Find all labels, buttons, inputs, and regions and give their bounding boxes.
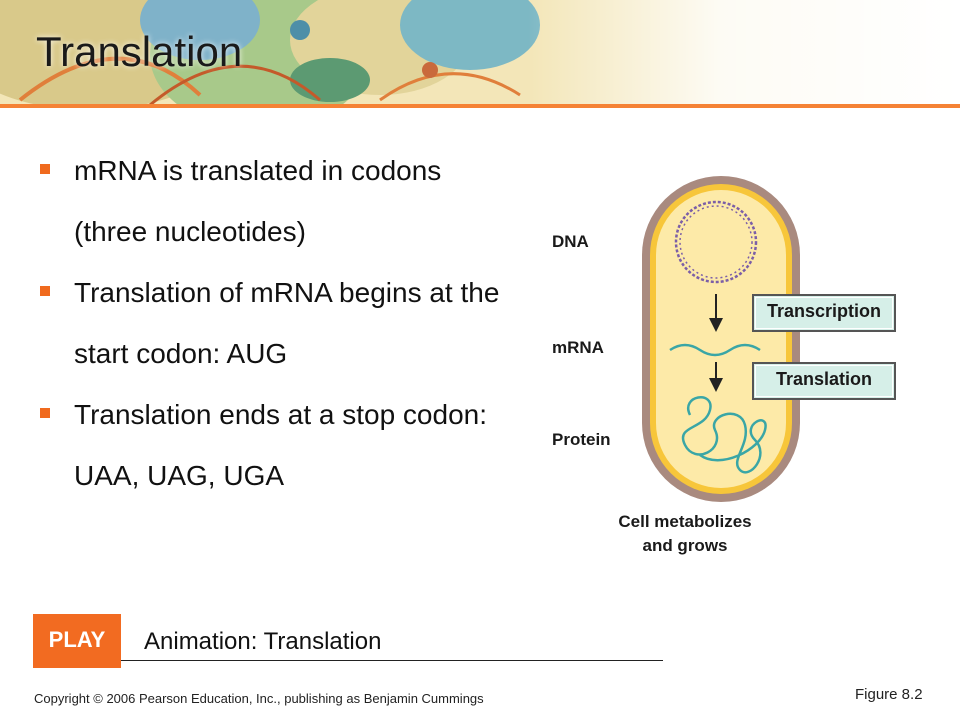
- banner-artwork: [0, 0, 960, 108]
- arrow-down-icon: [709, 294, 723, 332]
- mrna-strand: [669, 343, 761, 357]
- caption-line: and grows: [642, 536, 728, 555]
- translation-box: Translation: [752, 362, 896, 400]
- bullet-item: Translation of mRNA begins at the start …: [38, 262, 508, 384]
- square-bullet-icon: [40, 408, 50, 418]
- dna-chromosome: [674, 200, 758, 284]
- square-bullet-icon: [40, 286, 50, 296]
- play-button[interactable]: PLAY: [33, 614, 121, 668]
- bullet-text: mRNA is translated in codons (three nucl…: [74, 155, 442, 247]
- square-bullet-icon: [40, 164, 50, 174]
- header-banner: [0, 0, 960, 108]
- caption-line: Cell metabolizes: [618, 512, 752, 531]
- divider: [121, 660, 663, 661]
- dna-label: DNA: [552, 232, 589, 251]
- protein-fold: [681, 396, 767, 474]
- mrna-label: mRNA: [552, 338, 604, 357]
- protein-label: Protein: [552, 430, 611, 449]
- cell-diagram: [642, 176, 800, 502]
- bullet-item: mRNA is translated in codons (three nucl…: [38, 140, 508, 262]
- bullet-list: mRNA is translated in codons (three nucl…: [38, 140, 508, 506]
- bullet-text: Translation of mRNA begins at the start …: [74, 277, 500, 369]
- figure-reference: Figure 8.2: [855, 686, 923, 703]
- animation-link[interactable]: Animation: Translation: [144, 628, 382, 655]
- slide-title: Translation: [36, 28, 243, 75]
- bullet-item: Translation ends at a stop codon: UAA, U…: [38, 384, 508, 506]
- diagram-caption: Cell metabolizes and grows: [600, 510, 770, 558]
- transcription-box: Transcription: [752, 294, 896, 332]
- arrow-down-icon: [709, 362, 723, 392]
- bullet-text: Translation ends at a stop codon: UAA, U…: [74, 399, 487, 491]
- copyright-text: Copyright © 2006 Pearson Education, Inc.…: [34, 691, 484, 706]
